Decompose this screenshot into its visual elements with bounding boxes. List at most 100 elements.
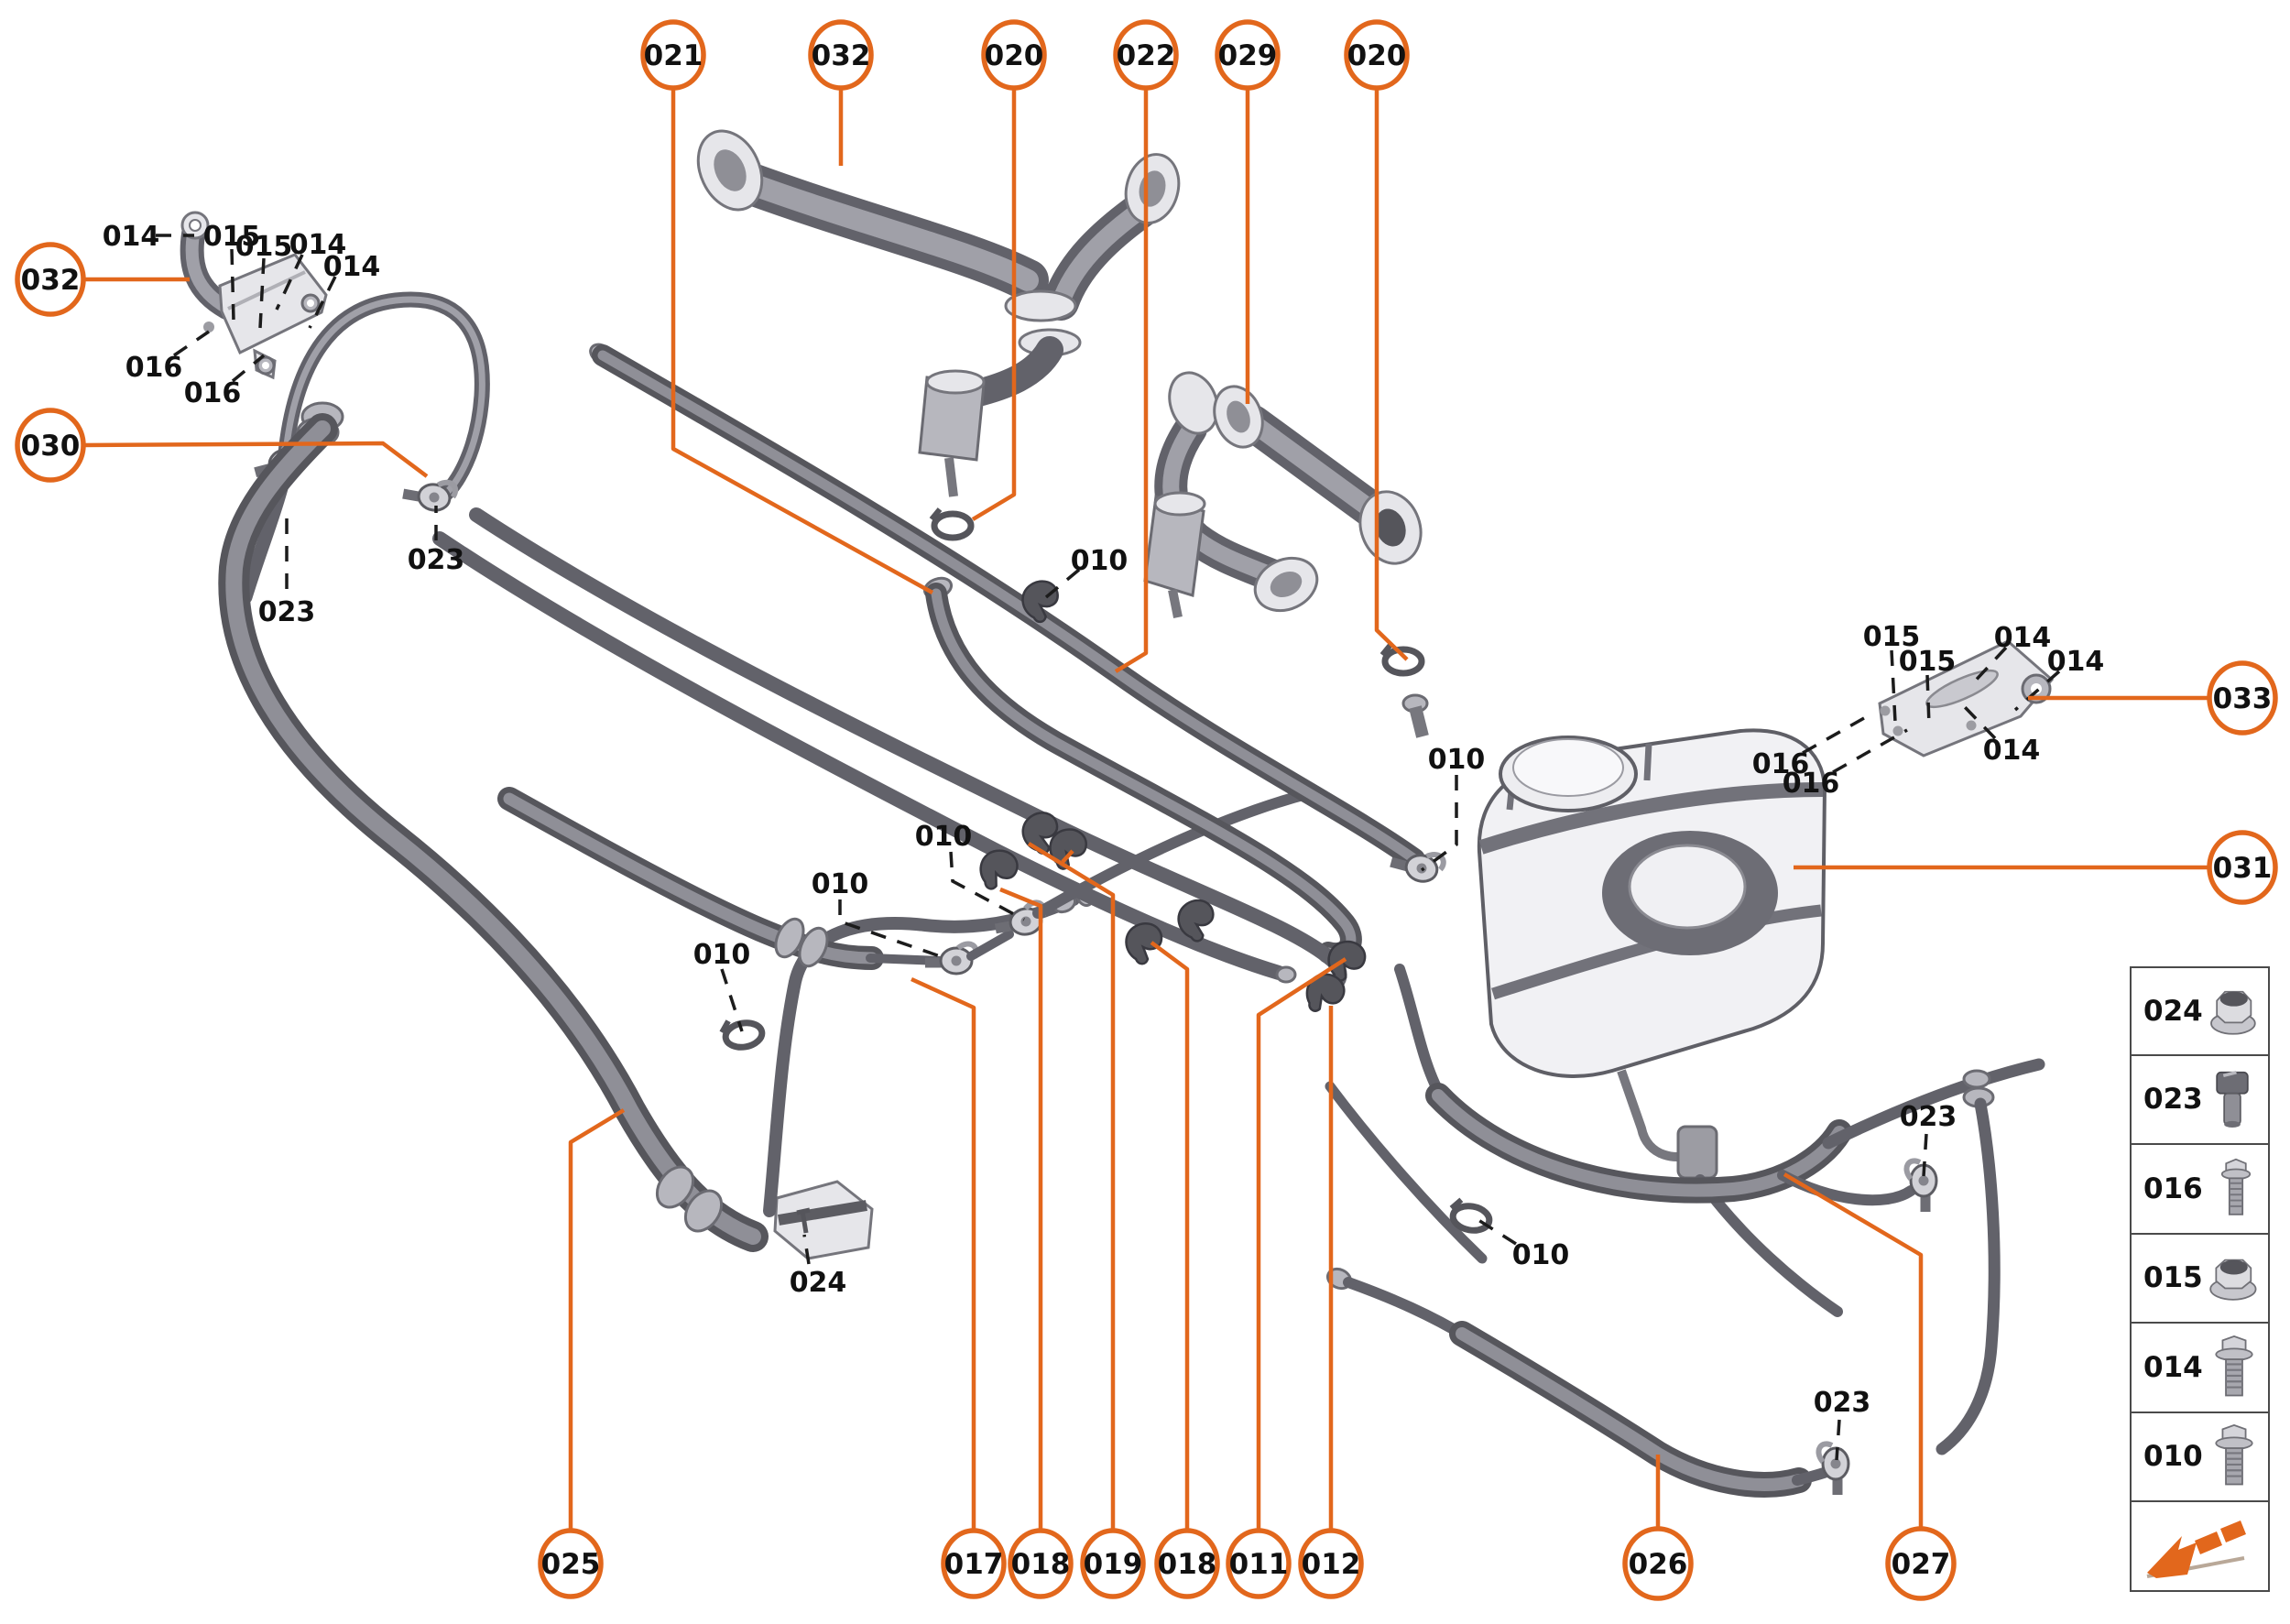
part-label: 010 (1428, 744, 1486, 776)
part-label: 014 (289, 229, 347, 261)
legend-row: 016 (2130, 1145, 2270, 1235)
legend-label: 015 (2143, 1261, 2203, 1295)
fastener-legend: 024 023 016 015 014 010 (2130, 966, 2270, 1592)
legend-label: 024 (2143, 994, 2203, 1028)
part-label: 010 (1512, 1239, 1570, 1271)
part-label: 010 (812, 868, 869, 900)
hose-026 (1325, 1081, 1848, 1495)
part-label: 016 (125, 352, 183, 384)
callout-021[interactable]: 021 (640, 19, 706, 91)
flange-bolt-icon (2208, 1335, 2261, 1400)
flange-nut-icon (2204, 981, 2261, 1041)
callout-019[interactable]: 019 (1080, 1528, 1146, 1599)
socket-bolt-icon (2204, 1067, 2261, 1131)
bracket-plate-024 (773, 1180, 874, 1260)
part-label: 010 (693, 939, 751, 971)
callout-017[interactable]: 017 (941, 1528, 1007, 1599)
dashed-leaders (156, 234, 2061, 1461)
svg-text:029: 029 (1218, 39, 1278, 72)
part-label: 023 (1900, 1101, 1957, 1133)
callout-020-a[interactable]: 020 (981, 19, 1047, 91)
callout-032-top[interactable]: 032 (808, 19, 874, 91)
callout-030[interactable]: 030 (15, 408, 86, 483)
svg-text:025: 025 (541, 1548, 601, 1581)
hose-027 (1394, 964, 2045, 1455)
flange-nut-icon (2204, 1250, 2261, 1305)
bracket-033 (1878, 639, 2055, 758)
svg-text:020: 020 (985, 39, 1044, 72)
part-label: 014 (103, 221, 160, 253)
pipe-assembly-029 (1143, 371, 1429, 738)
callout-018-b[interactable]: 018 (1154, 1528, 1220, 1599)
svg-text:027: 027 (1892, 1548, 1951, 1581)
svg-text:018: 018 (1011, 1548, 1071, 1581)
callout-027[interactable]: 027 (1885, 1526, 1957, 1601)
callout-029[interactable]: 029 (1215, 19, 1281, 91)
part-label: 014 (2047, 646, 2105, 678)
svg-text:019: 019 (1084, 1548, 1143, 1581)
svg-text:026: 026 (1629, 1548, 1688, 1581)
part-label: 014 (1994, 622, 2052, 654)
part-label: 015 (1899, 646, 1957, 678)
small-flange-bolt-icon (2211, 1157, 2261, 1221)
part-label: 023 (1814, 1387, 1871, 1419)
legend-label: 023 (2143, 1083, 2203, 1117)
callout-026[interactable]: 026 (1622, 1526, 1694, 1601)
callout-011[interactable]: 011 (1226, 1528, 1292, 1599)
clamp-010-b (720, 1016, 764, 1051)
part-label: 015 (235, 231, 293, 263)
part-label: 010 (1071, 545, 1129, 577)
hose-021 (922, 576, 1362, 965)
callout-018-a[interactable]: 018 (1008, 1528, 1074, 1599)
part-label: 023 (408, 544, 465, 576)
callout-031[interactable]: 031 (2207, 830, 2278, 905)
hose-025 (218, 401, 769, 1252)
legend-row: 024 (2130, 966, 2270, 1056)
y-pipe-assembly (696, 129, 1181, 538)
legend-row: 023 (2130, 1055, 2270, 1145)
part-label: 016 (184, 377, 242, 409)
svg-text:018: 018 (1158, 1548, 1217, 1581)
part-label: 014 (323, 251, 381, 283)
svg-text:011: 011 (1229, 1548, 1289, 1581)
part-label: 016 (1783, 768, 1840, 800)
flange-bolt-icon (2208, 1424, 2261, 1488)
callout-020-b[interactable]: 020 (1344, 19, 1410, 91)
legend-row: 014 (2130, 1324, 2270, 1413)
svg-text:033: 033 (2213, 682, 2273, 715)
legend-row: 010 (2130, 1412, 2270, 1502)
callout-025[interactable]: 025 (538, 1528, 604, 1599)
legend-row (2130, 1502, 2270, 1592)
svg-text:031: 031 (2213, 852, 2273, 885)
part-label: 015 (203, 221, 261, 253)
callout-leaders (82, 88, 2209, 1531)
callout-032-left[interactable]: 032 (15, 242, 86, 317)
callout-012[interactable]: 012 (1298, 1528, 1364, 1599)
callout-022[interactable]: 022 (1113, 19, 1179, 91)
part-label: 024 (790, 1267, 847, 1299)
part-label: 010 (915, 821, 973, 853)
svg-text:017: 017 (944, 1548, 1004, 1581)
callout-033[interactable]: 033 (2207, 660, 2278, 736)
legend-row: 015 (2130, 1234, 2270, 1324)
legend-label: 014 (2143, 1350, 2203, 1384)
svg-text:030: 030 (21, 430, 81, 463)
direction-arrow-icon (2142, 1510, 2252, 1582)
svg-text:032: 032 (812, 39, 871, 72)
clamp-020-b (1382, 645, 1422, 673)
svg-text:022: 022 (1117, 39, 1176, 72)
svg-text:032: 032 (21, 264, 81, 297)
svg-text:012: 012 (1302, 1548, 1361, 1581)
part-label: 016 (1752, 748, 1810, 780)
legend-label: 016 (2143, 1172, 2203, 1205)
svg-text:021: 021 (644, 39, 703, 72)
reservoir-031 (1477, 728, 1843, 1317)
part-label: 014 (1983, 735, 2041, 767)
svg-text:020: 020 (1347, 39, 1407, 72)
part-label: 015 (1863, 621, 1921, 653)
part-label: 023 (258, 596, 316, 628)
clamp-020-a (932, 509, 971, 538)
hose-022 (589, 343, 1445, 886)
